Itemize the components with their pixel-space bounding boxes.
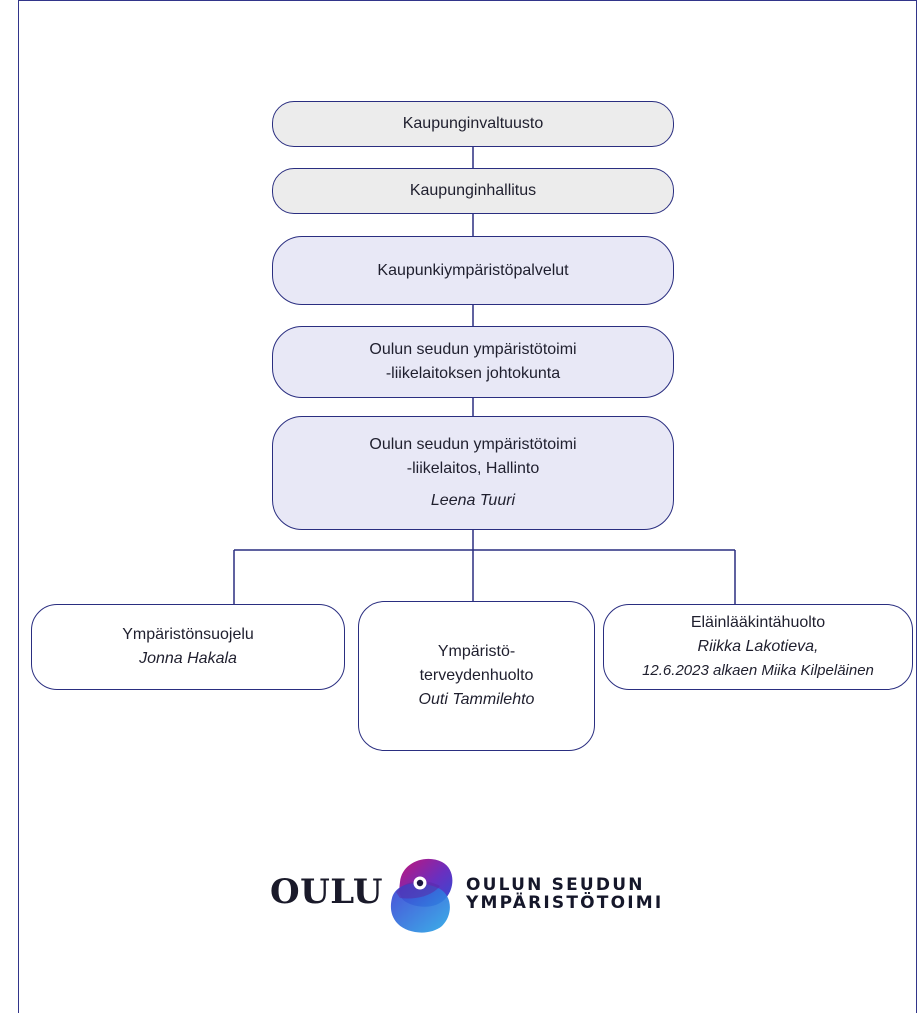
brand-line-2: YMPÄRISTÖTOIMI: [466, 893, 664, 913]
brand-line-1: OULUN SEUDUN: [466, 875, 645, 895]
administration-label-line1: Oulun seudun ympäristötoimi: [369, 436, 577, 453]
unit-head: Jonna Hakala: [139, 650, 237, 667]
unit-name: Eläinlääkintähuolto: [690, 614, 826, 631]
unit-head-line1: Riikka Lakotieva,: [697, 638, 819, 655]
council-label: Kaupunginvaltuusto: [402, 115, 544, 132]
administration-box: Oulun seudun ympäristötoimi -liikelaitos…: [272, 416, 674, 530]
oulu-wordmark: OULU: [270, 872, 383, 912]
committee-label-line1: Oulun seudun ympäristötoimi: [369, 341, 577, 358]
unit-name-line2: terveydenhuolto: [419, 667, 534, 684]
unit-box-environmental-protection: Ympäristönsuojelu Jonna Hakala: [31, 604, 345, 690]
unit-box-environmental-health: Ympäristö- terveydenhuolto Outi Tammileh…: [358, 601, 595, 751]
council-box: Kaupunginvaltuusto: [272, 101, 674, 147]
board-label: Kaupunginhallitus: [409, 182, 537, 199]
ymparistotoimi-emblem-icon: [390, 858, 453, 933]
administration-head: Leena Tuuri: [430, 492, 516, 509]
committee-box: Oulun seudun ympäristötoimi -liikelaitok…: [272, 326, 674, 398]
services-label: Kaupunkiympäristöpalvelut: [377, 261, 569, 279]
unit-name: Ympäristönsuojelu: [122, 626, 254, 643]
unit-box-veterinary-care: Eläinlääkintähuolto Riikka Lakotieva, 12…: [603, 604, 913, 690]
administration-label-line2: -liikelaitos, Hallinto: [406, 460, 540, 477]
unit-head: Outi Tammilehto: [418, 691, 535, 708]
unit-head-line2: 12.6.2023 alkaen Miika Kilpeläinen: [642, 662, 874, 679]
logo: OULU OULUN SEUDUN YMPÄRISTÖTOIMI: [268, 852, 698, 936]
unit-name-line1: Ympäristö-: [437, 643, 516, 660]
committee-label-line2: -liikelaitoksen johtokunta: [385, 365, 561, 382]
board-box: Kaupunginhallitus: [272, 168, 674, 214]
brand-name: OULUN SEUDUN YMPÄRISTÖTOIMI: [466, 876, 663, 912]
services-box: Kaupunkiympäristöpalvelut: [272, 236, 674, 305]
page-frame: [18, 0, 917, 1013]
